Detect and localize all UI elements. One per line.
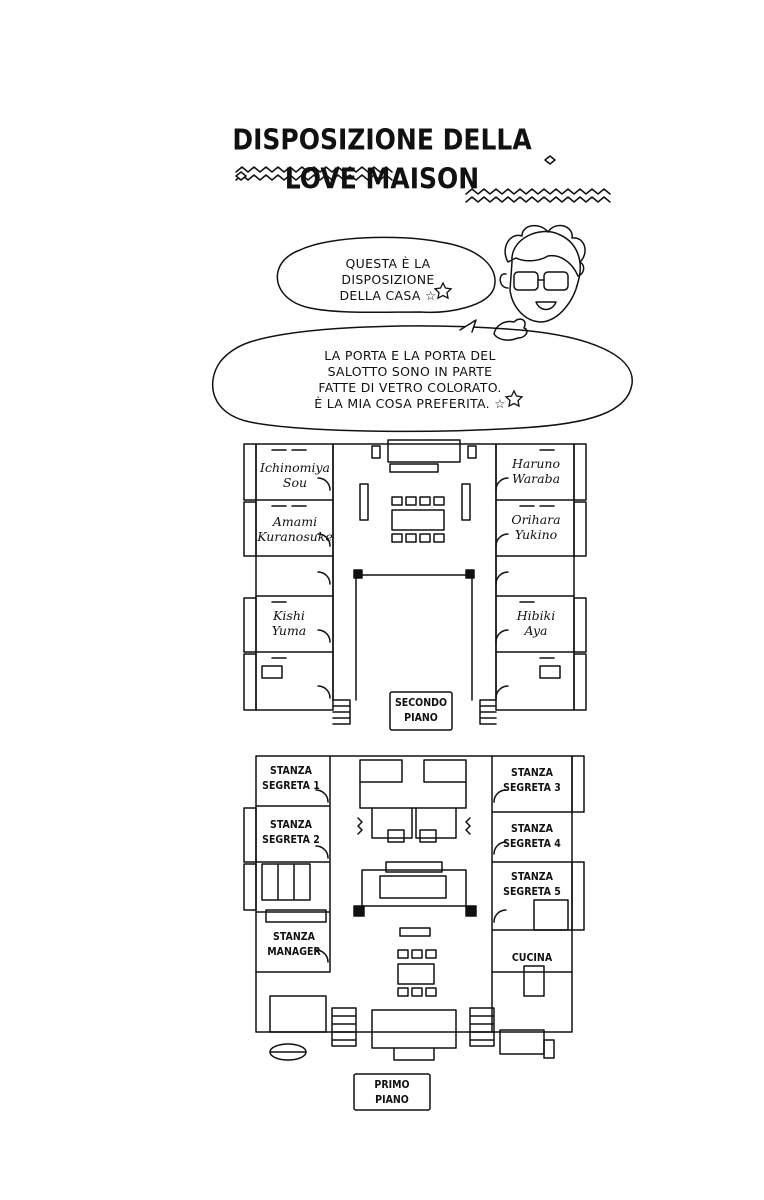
speech-text-small: QUESTA È LA DISPOSIZIONE DELLA CASA ☆ xyxy=(318,256,458,304)
room-label-segreta-3: STANZA SEGRETA 3 xyxy=(494,766,570,796)
floor-label-first: PRIMO PIANO xyxy=(356,1078,428,1108)
room-label-line: SEGRETA 2 xyxy=(262,834,320,846)
room-label-segreta-2: STANZA SEGRETA 2 xyxy=(252,818,329,848)
star-icon xyxy=(433,281,453,300)
room-label-line: CUCINA xyxy=(511,952,553,964)
room-label-line: Haruno xyxy=(512,456,560,471)
room-label-line: SEGRETA 4 xyxy=(503,838,561,850)
speech-line: QUESTA È LA xyxy=(345,256,431,271)
room-label-line: STANZA xyxy=(511,767,553,779)
room-label-line: STANZA xyxy=(511,823,553,835)
room-label-line: MANAGER xyxy=(267,946,321,958)
speech-bubble-small xyxy=(276,236,496,314)
floor-label-line: SECONDO xyxy=(394,697,448,709)
speech-line: È LA MIA COSA PREFERITA. ☆ xyxy=(314,396,506,411)
speech-line: DELLA CASA ☆ xyxy=(339,288,437,303)
room-label-amami: Amami Kuranosuke xyxy=(254,514,336,544)
speech-line: LA PORTA E LA PORTA DEL xyxy=(324,348,496,363)
waving-hand-icon xyxy=(493,318,528,341)
room-label-line: Waraba xyxy=(511,471,561,486)
room-label-orihara: Orihara Yukino xyxy=(496,512,576,542)
room-label-line: STANZA xyxy=(511,871,553,883)
room-label-haruno: Haruno Waraba xyxy=(496,456,576,486)
floor-label-line: PIANO xyxy=(404,712,438,724)
speech-line: FATTE DI VETRO COLORATO. xyxy=(318,380,502,395)
zigzag-ornament-left xyxy=(235,166,393,181)
floor-label-second: SECONDO PIANO xyxy=(386,696,456,726)
floor-label-line: PRIMO xyxy=(374,1079,410,1091)
second-floor-plan xyxy=(243,439,587,731)
room-label-line: Kuranosuke xyxy=(257,529,333,544)
room-label-line: Orihara xyxy=(511,512,561,527)
room-label-manager: STANZA MANAGER xyxy=(256,930,332,960)
room-label-line: Aya xyxy=(524,623,548,638)
room-label-line: STANZA xyxy=(270,819,312,831)
speech-text-large: LA PORTA E LA PORTA DEL SALOTTO SONO IN … xyxy=(290,348,530,412)
room-label-line: Amami xyxy=(272,514,318,529)
room-label-line: STANZA xyxy=(270,765,312,777)
room-label-line: Yuma xyxy=(271,623,307,638)
zigzag-ornament-right xyxy=(465,188,611,203)
room-label-line: Ichinomiya xyxy=(260,460,330,475)
room-label-line: Sou xyxy=(282,475,308,490)
title-line-1: DISPOSIZIONE DELLA xyxy=(232,122,532,157)
room-label-segreta-1: STANZA SEGRETA 1 xyxy=(252,764,329,794)
star-icon xyxy=(504,389,524,408)
room-label-hibiki: Hibiki Aya xyxy=(496,608,576,638)
speech-bubble-large xyxy=(211,325,633,433)
character-face-icon xyxy=(499,224,586,323)
room-label-segreta-4: STANZA SEGRETA 4 xyxy=(494,822,570,852)
room-label-line: SEGRETA 3 xyxy=(503,782,561,794)
room-label-line: Hibiki xyxy=(516,608,556,623)
speech-line: DISPOSIZIONE xyxy=(341,272,435,287)
room-label-ichinomiya: Ichinomiya Sou xyxy=(254,460,336,490)
room-label-line: SEGRETA 1 xyxy=(262,780,320,792)
room-label-line: Kishi xyxy=(273,608,305,623)
room-label-line: STANZA xyxy=(273,931,315,943)
room-label-kishi: Kishi Yuma xyxy=(248,608,330,638)
room-label-line: Yukino xyxy=(514,527,558,542)
first-floor-plan xyxy=(243,755,585,1111)
speech-line: SALOTTO SONO IN PARTE xyxy=(327,364,493,379)
room-label-line: SEGRETA 5 xyxy=(503,886,561,898)
room-label-cucina: CUCINA xyxy=(496,951,568,966)
floor-label-line: PIANO xyxy=(375,1094,409,1106)
room-label-segreta-5: STANZA SEGRETA 5 xyxy=(494,870,570,900)
